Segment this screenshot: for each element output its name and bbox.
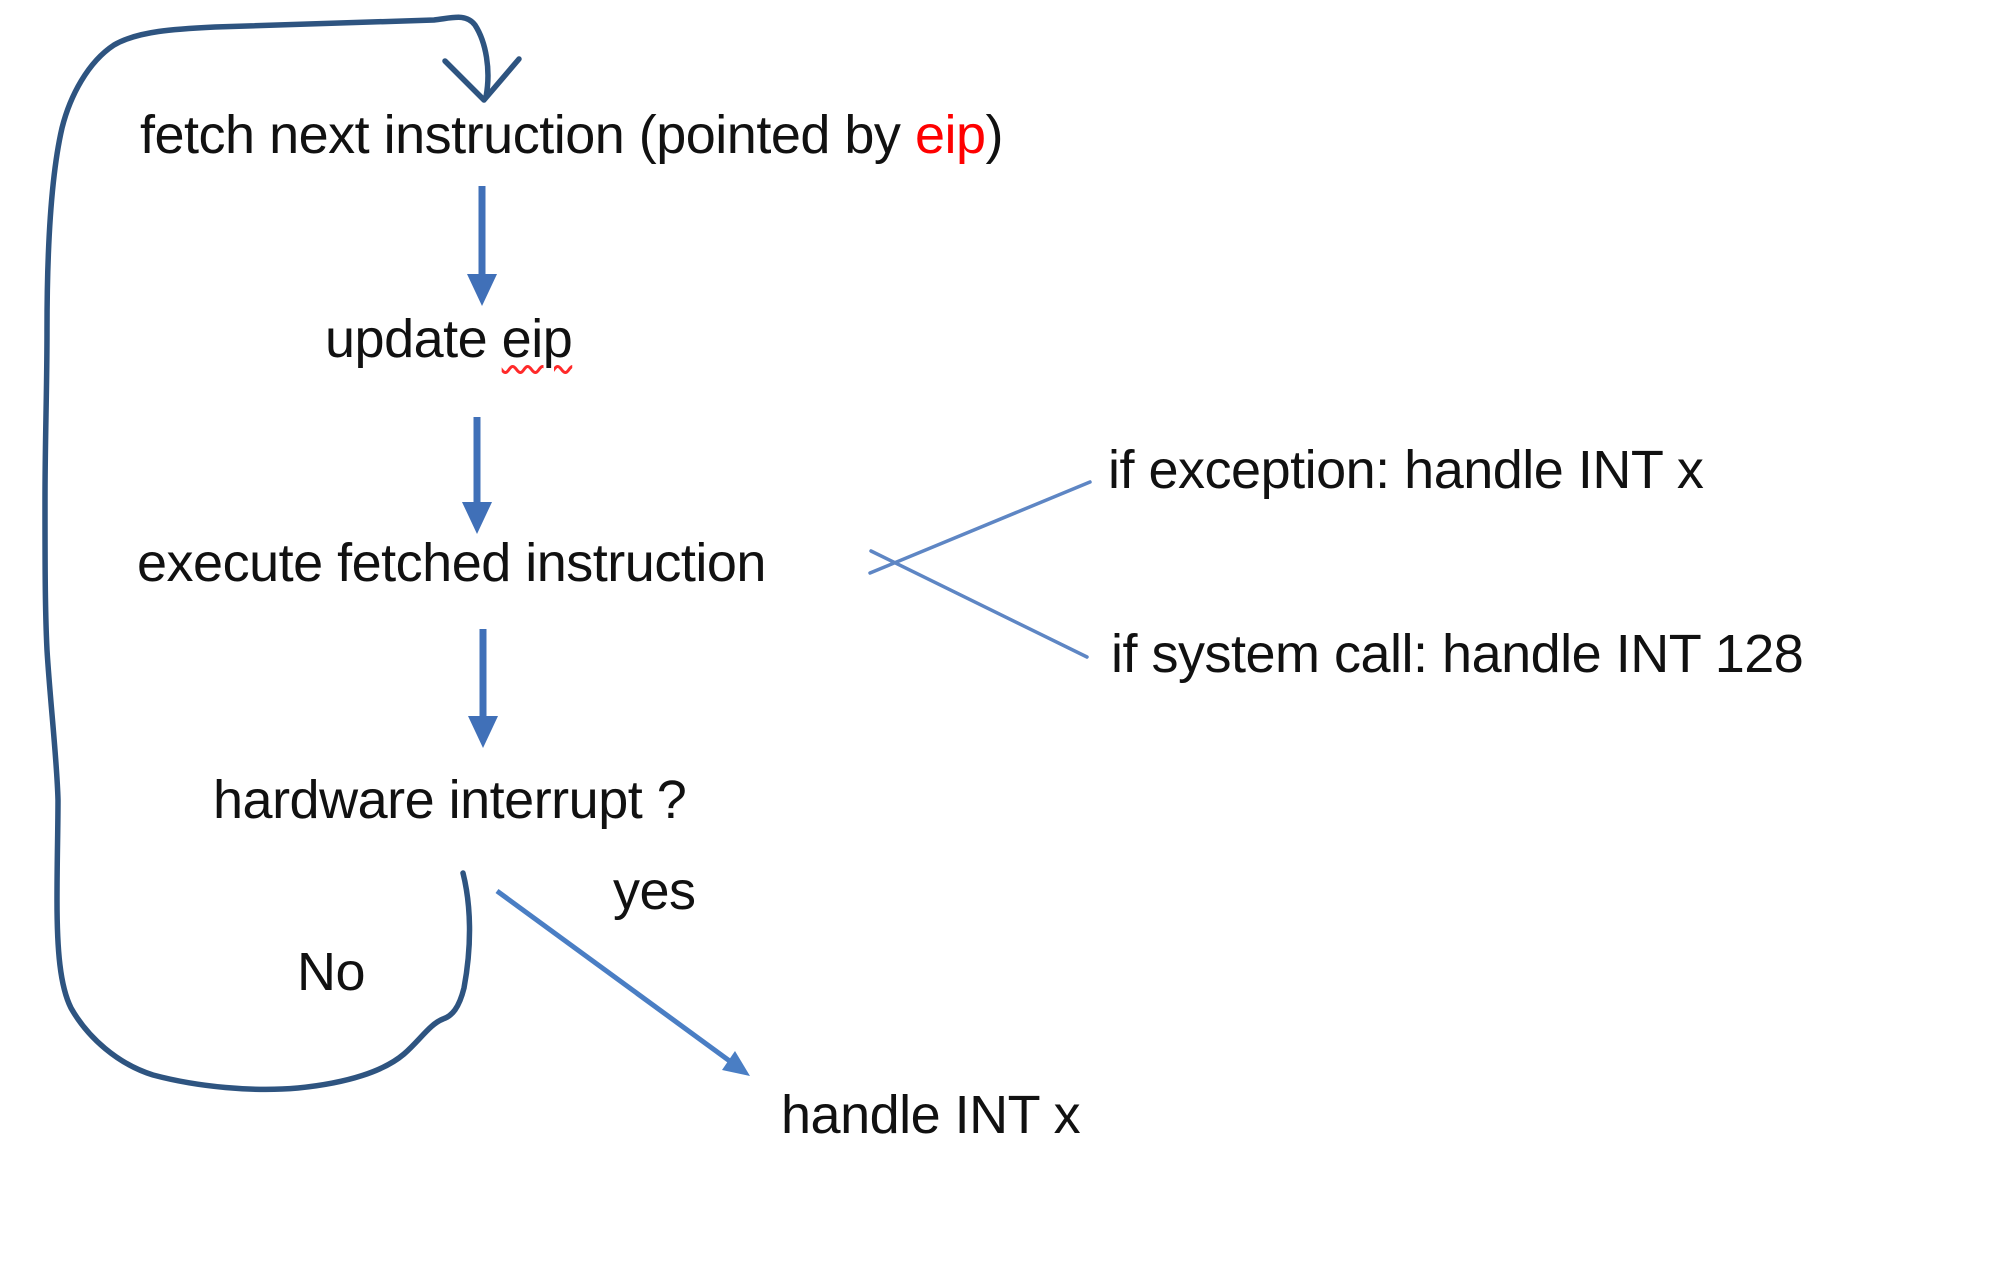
loop-arrowhead-icon [442,56,522,103]
yes-arrow [495,888,750,1076]
node-update-text: update [325,309,502,369]
node-fetch: fetch next instruction (pointed by eip) [140,102,1004,168]
eip-spellcheck-squiggle: eip [501,309,573,369]
no-loop-curve [42,14,491,1093]
node-hardware-interrupt: hardware interrupt ? [213,770,687,830]
edge-label-yes: yes [613,861,696,921]
arrow-execute-to-hardware [468,629,498,748]
node-execute: execute fetched instruction [137,533,766,593]
branch-exception-label: if exception: handle INT x [1108,440,1704,500]
node-fetch-text-close: ) [985,105,1004,165]
eip-register-highlight: eip [914,105,986,165]
branch-line-exception [868,480,1092,575]
node-handle-int-x: handle INT x [781,1085,1081,1145]
arrow-update-to-execute [462,417,492,534]
node-update-eip: update eip [325,306,573,372]
branch-syscall-label: if system call: handle INT 128 [1111,624,1804,684]
arrow-fetch-to-update [467,186,497,306]
edge-label-no: No [297,942,366,1002]
node-fetch-text: fetch next instruction (pointed by [140,105,915,165]
branch-line-syscall [869,549,1089,659]
